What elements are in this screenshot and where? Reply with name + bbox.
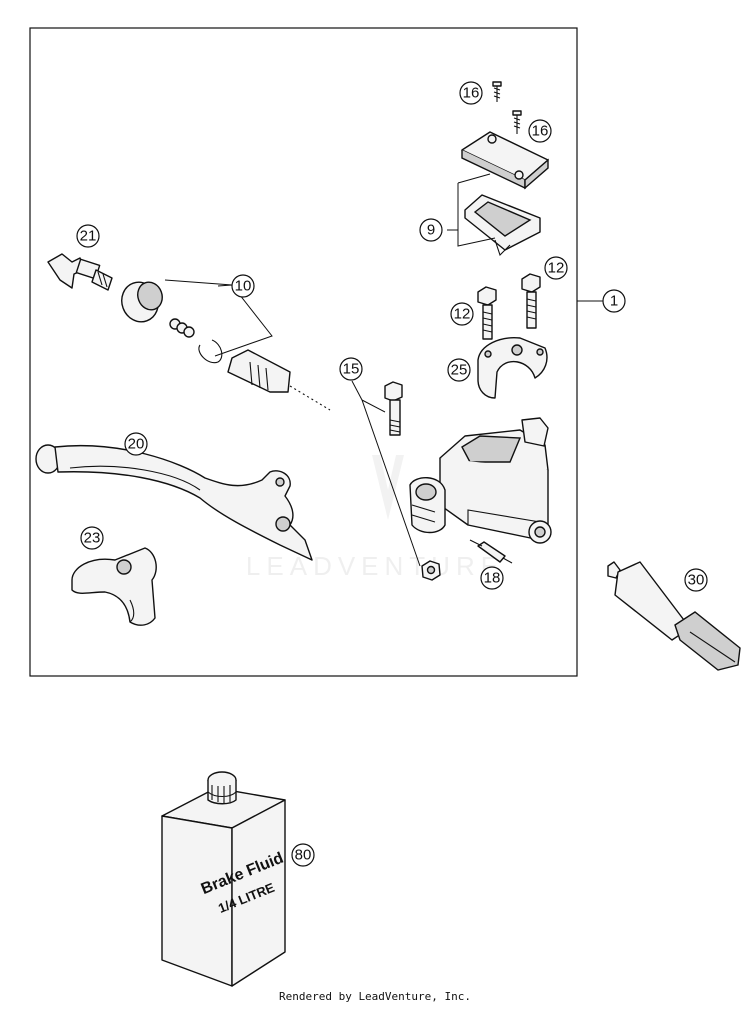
callout-16-a-label: 16 — [463, 85, 480, 102]
callout-23: 23 — [80, 526, 104, 550]
watermark-text: LEADVENTURE — [246, 551, 504, 581]
part-9-diaphragm — [464, 194, 541, 257]
callout-23-label: 23 — [84, 530, 101, 547]
part-20-brake-lever — [35, 444, 313, 561]
callout-16-b: 16 — [528, 119, 552, 143]
callout-9-label: 9 — [427, 222, 435, 239]
part-9-reservoir-cap — [461, 131, 549, 190]
part-15-pivot-bolt — [384, 381, 403, 436]
part-12-bolt-b — [521, 273, 541, 329]
watermark-logo: LEADVENTURE — [246, 455, 504, 581]
part-10-piston-kit — [121, 281, 331, 411]
part-18-brake-switch — [469, 539, 513, 564]
callout-18: 18 — [480, 566, 504, 590]
part-16-screw-b — [512, 110, 522, 134]
callout-12-b-label: 12 — [454, 306, 471, 323]
callout-21: 21 — [76, 224, 100, 248]
part-25-clamp — [477, 337, 548, 399]
callout-10: 10 — [231, 274, 255, 298]
callout-20: 20 — [124, 432, 148, 456]
callout-1-label: 1 — [610, 293, 618, 310]
callout-16-b-label: 16 — [532, 123, 549, 140]
callout-18-label: 18 — [484, 570, 501, 587]
callout-12-a-label: 12 — [548, 260, 565, 277]
callout-25-label: 25 — [451, 362, 468, 379]
callout-10-label: 10 — [235, 278, 252, 295]
part-30-cable — [607, 561, 741, 671]
master-cylinder-body — [409, 417, 552, 544]
callout-12-a: 12 — [544, 256, 568, 280]
callout-21-label: 21 — [80, 228, 97, 245]
part-12-bolt-a — [477, 286, 497, 340]
part-21-adjuster — [47, 253, 113, 291]
leader-9 — [447, 173, 496, 247]
callout-25: 25 — [447, 358, 471, 382]
callout-15: 15 — [339, 357, 363, 381]
callout-15-label: 15 — [343, 361, 360, 378]
callout-12-b: 12 — [450, 302, 474, 326]
callout-80: 80 — [291, 843, 315, 867]
part-80-brake-fluid-bottle: Brake Fluid 1/4 LITRE — [161, 771, 286, 987]
leader-10 — [164, 279, 273, 357]
footer-credit: Rendered by LeadVenture, Inc. — [278, 990, 472, 1003]
part-23-lever-cover — [71, 547, 157, 626]
part-16-screw-a — [492, 81, 502, 102]
part-15-nut — [421, 560, 441, 581]
callout-30: 30 — [684, 568, 708, 592]
callout-16-a: 16 — [459, 81, 483, 105]
callout-20-label: 20 — [128, 436, 145, 453]
assembly-frame — [29, 27, 578, 677]
callout-9: 9 — [419, 218, 443, 242]
leader-15 — [351, 380, 421, 567]
callout-80-label: 80 — [295, 847, 312, 864]
callout-30-label: 30 — [688, 572, 705, 589]
callout-1: 1 — [602, 289, 626, 313]
